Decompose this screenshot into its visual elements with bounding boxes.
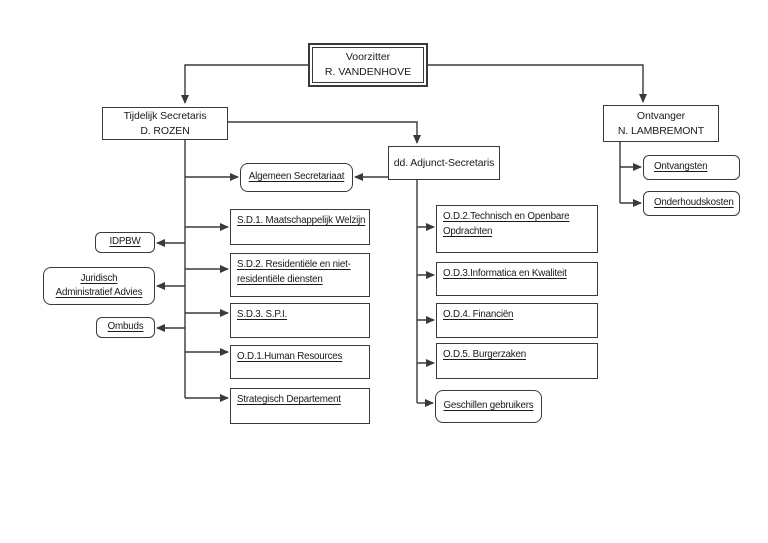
department-label: Geschillen gebruikers [443, 400, 534, 412]
connector-group [156, 64, 647, 407]
org-node-ontvanger: Ontvanger N. LAMBREMONT [603, 105, 719, 142]
person-name: N. LAMBREMONT [617, 124, 705, 137]
staff-label-line2: Administratief Advies [55, 287, 143, 298]
department-label: S.D.3. S.P.I. [237, 309, 288, 320]
org-node-sd3: S.D.3. S.P.I. [230, 303, 370, 338]
org-node-od1: O.D.1.Human Resources [230, 345, 370, 379]
role-label: Ontvanger [636, 109, 686, 122]
org-node-od2: O.D.2.Technisch en Openbare Opdrachten [436, 205, 598, 253]
org-node-od3: O.D.3.Informatica en Kwaliteit [436, 262, 598, 296]
org-node-onderhoudskosten: Onderhoudskosten [643, 191, 740, 216]
role-label: dd. Adjunct-Secretaris [393, 156, 495, 169]
department-label: O.D.4. Financiën [443, 309, 514, 320]
person-name: R. VANDENHOVE [324, 66, 412, 78]
role-label: Tijdelijk Secretaris [123, 109, 207, 122]
org-node-ontvangsten: Ontvangsten [643, 155, 740, 180]
role-label: Voorzitter [345, 51, 391, 64]
org-node-tijdelijk-secretaris: Tijdelijk Secretaris D. ROZEN [102, 107, 228, 140]
department-label: O.D.5. Burgerzaken [443, 349, 526, 360]
org-node-geschillen-gebruikers: Geschillen gebruikers [435, 390, 542, 423]
staff-label: IDPBW [109, 236, 141, 248]
org-node-ombuds: Ombuds [96, 317, 155, 338]
org-node-juridisch-administratief-advies: Juridisch Administratief Advies [43, 267, 155, 305]
department-label: O.D.1.Human Resources [237, 351, 343, 362]
org-node-voorzitter: Voorzitter R. VANDENHOVE [308, 43, 428, 87]
org-node-od5: O.D.5. Burgerzaken [436, 343, 598, 379]
staff-label-line1: Juridisch [80, 272, 118, 284]
department-label: Ontvangsten [654, 161, 708, 173]
org-node-strategisch-departement: Strategisch Departement [230, 388, 370, 424]
org-node-idpbw: IDPBW [95, 232, 155, 253]
department-label: Onderhoudskosten [654, 197, 734, 209]
org-node-voorzitter-frame: Voorzitter R. VANDENHOVE [312, 47, 424, 83]
department-label: S.D.1. Maatschappelijk Welzijn [237, 215, 366, 226]
department-label: O.D.2.Technisch en Openbare Opdrachten [443, 211, 570, 237]
department-label: Strategisch Departement [237, 394, 341, 405]
department-label: S.D.2. Residentiële en niet-residentiële… [237, 259, 351, 285]
org-node-sd1: S.D.1. Maatschappelijk Welzijn [230, 209, 370, 245]
org-node-od4: O.D.4. Financiën [436, 303, 598, 338]
person-name: D. ROZEN [140, 124, 190, 137]
org-node-algemeen-secretariaat: Algemeen Secretariaat [240, 163, 353, 192]
department-label: O.D.3.Informatica en Kwaliteit [443, 268, 567, 279]
staff-label: Ombuds [107, 321, 144, 333]
org-node-adjunct-secretaris: dd. Adjunct-Secretaris [388, 146, 500, 180]
department-label: Algemeen Secretariaat [248, 171, 345, 183]
org-node-sd2: S.D.2. Residentiële en niet-residentiële… [230, 253, 370, 297]
